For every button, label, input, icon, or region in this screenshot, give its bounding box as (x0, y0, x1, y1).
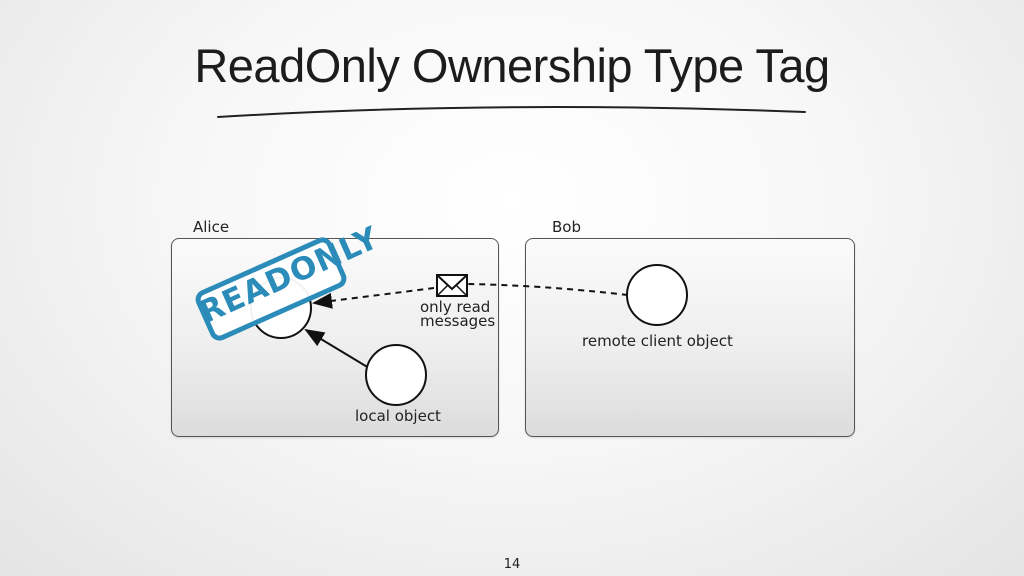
message-label-line2: messages (420, 312, 496, 330)
remote-client-object-label: remote client object (582, 332, 733, 350)
local-object-circle (365, 344, 427, 406)
dashed-message-path-remote (464, 283, 629, 296)
slide-title: ReadOnly Ownership Type Tag (194, 39, 830, 92)
dashed-message-arrow (312, 287, 435, 309)
message-label-line1: only read (420, 298, 491, 316)
remote-client-object-circle (626, 264, 688, 326)
page-number: 14 (503, 557, 521, 572)
local-object-label: local object (355, 407, 441, 425)
bob-panel (525, 238, 855, 437)
alice-label: Alice (193, 218, 230, 236)
envelope-icon (436, 274, 468, 297)
bob-label: Bob (552, 218, 581, 236)
message-label: only read messages (420, 298, 496, 330)
reference-arrow (304, 328, 370, 369)
